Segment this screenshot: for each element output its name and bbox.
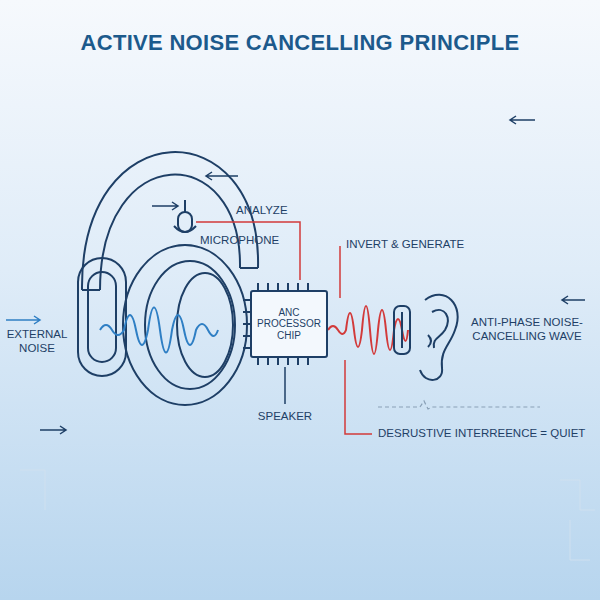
quiet-line — [378, 401, 540, 409]
speaker-driver — [394, 306, 410, 354]
noise-arrow — [6, 316, 40, 324]
step-label: ANALYZE — [236, 204, 298, 218]
part-label: MICROPHONE — [200, 234, 292, 248]
processor-chip: ANC PROCESSOR CHIP — [250, 290, 328, 358]
noise-wave — [100, 308, 218, 353]
decor-arrows — [40, 116, 585, 434]
headphones — [78, 152, 258, 405]
title: ACTIVE NOISE CANCELLING PRINCIPLE — [0, 30, 600, 56]
part-label: SPEAKER — [245, 410, 325, 424]
output-label: ANTI-PHASE NOISE-CANCELLING WAVE — [464, 316, 590, 344]
speaker-leader — [284, 367, 286, 404]
step-label: INVERT & GENERATE — [346, 238, 486, 252]
anti-phase-wave — [328, 306, 408, 354]
result-label: DESRUSTIVE INTERREENCE = QUIET — [378, 427, 588, 441]
input-label: EXTERNAL NOISE — [4, 328, 70, 356]
ear — [420, 295, 458, 380]
chip-label: ANC PROCESSOR CHIP — [252, 304, 326, 345]
chip-pins — [243, 283, 327, 365]
